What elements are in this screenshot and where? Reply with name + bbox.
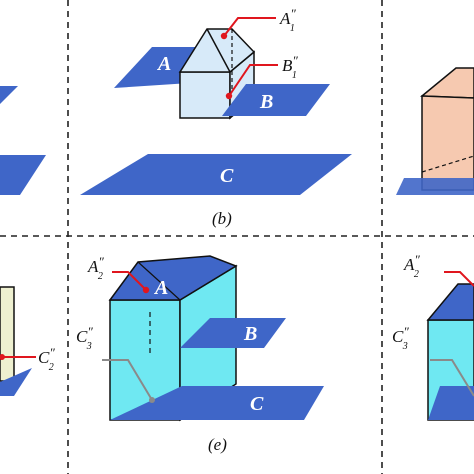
plane-fragment-bottom	[0, 155, 46, 195]
prism-e-top	[108, 255, 238, 301]
prism-f-top	[426, 283, 474, 321]
plane-e-b-label: B	[243, 323, 257, 345]
plane-b-label: B	[259, 91, 273, 113]
plane-c	[80, 154, 352, 195]
plane-b	[222, 84, 330, 116]
annotation-e-a2: A″2	[87, 254, 104, 282]
pointer-e-c3-dot	[149, 397, 155, 403]
plane-e-c	[110, 386, 324, 420]
pointer-a1-dot	[220, 32, 228, 40]
annotation-c2: C″2	[38, 345, 55, 373]
pointer-b1-line	[228, 64, 278, 97]
plane-c-label: C	[220, 165, 234, 187]
prism-front-face	[179, 71, 231, 119]
plane-e-a-label: A	[153, 277, 168, 299]
prism-peach-top	[420, 67, 474, 99]
prism-peach-front	[421, 95, 474, 191]
pointer-c2-dot	[0, 354, 5, 360]
panel-f-fragment: A″2 C″3	[392, 252, 474, 421]
panel-c-fragment	[396, 67, 474, 195]
plane-fragment-top	[0, 86, 18, 104]
annotation-b1: B″1	[282, 53, 298, 81]
plane-e-b	[180, 318, 286, 348]
pointer-f-c3-line	[430, 359, 474, 397]
plane-e-c-label: C	[250, 393, 264, 415]
plane-c-fragment	[396, 178, 474, 195]
prism-peach-hidden	[421, 155, 474, 173]
panel-d-fragment: C″2	[0, 286, 55, 396]
panel-a-fragment	[0, 86, 46, 195]
panel-b: A B C A″1 B″1 (b)	[80, 6, 352, 228]
panel-e: A B C A″2 C″3 (e)	[76, 254, 324, 454]
pointer-e-c3-line	[102, 359, 153, 401]
plane-f-c	[428, 386, 474, 420]
pointer-e-a2-line	[112, 271, 147, 291]
annotation-f-a2: A″2	[403, 252, 420, 280]
caption-e: (e)	[208, 435, 227, 454]
pointer-f-a2-line	[444, 271, 474, 287]
prism-fragment-cream	[0, 286, 15, 382]
prism-top-ridge	[206, 28, 231, 73]
plane-a-label: A	[156, 53, 171, 75]
pointer-e-a2-dot	[142, 286, 150, 294]
annotation-a1: A″1	[279, 6, 296, 34]
pointer-b1-dot	[225, 92, 233, 100]
plane-fragment-d	[0, 368, 32, 396]
caption-b: (b)	[212, 209, 232, 228]
prism-top-face	[178, 28, 256, 73]
prism-e-ridge	[137, 261, 181, 301]
annotation-f-c3: C″3	[392, 324, 409, 352]
annotation-e-c3: C″3	[76, 324, 93, 352]
pointer-a1-line	[223, 17, 276, 37]
